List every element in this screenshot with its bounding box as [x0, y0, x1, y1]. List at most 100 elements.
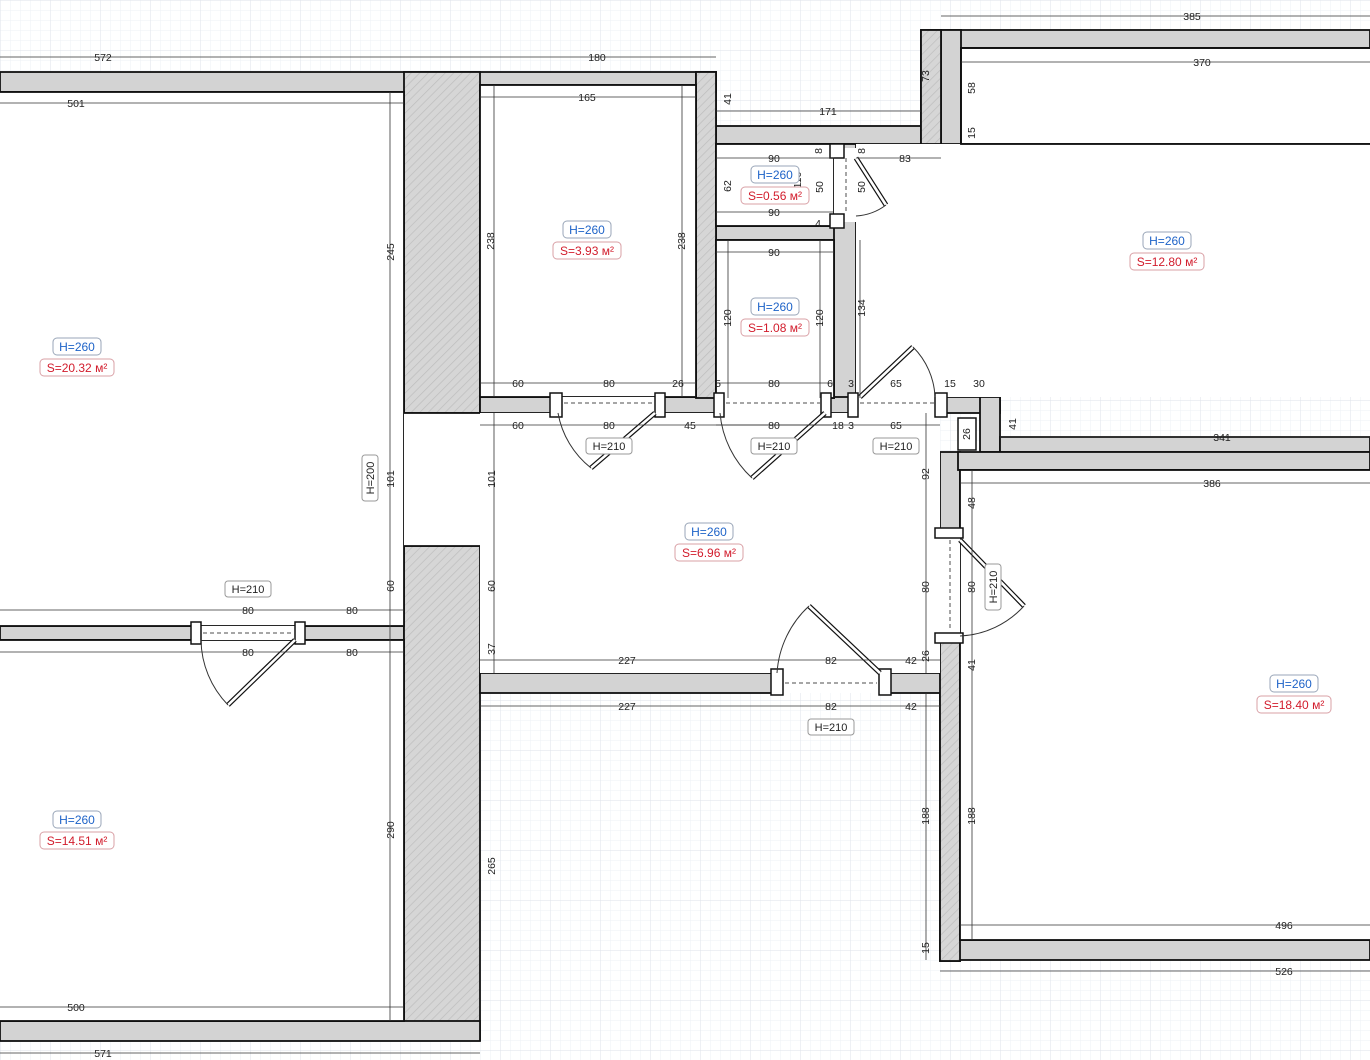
dim-label: 90	[768, 247, 780, 259]
room-label-18-40: H=260 S=18.40 м²	[1256, 674, 1332, 714]
dim-label: 501	[67, 98, 85, 110]
dim-label: 80	[603, 378, 615, 390]
dim-label: 80	[346, 605, 358, 617]
dim-label: 65	[890, 378, 902, 390]
room-area: S=18.40 м²	[1264, 698, 1325, 712]
dim-label: 41	[1007, 418, 1019, 430]
wall	[0, 625, 198, 641]
wall	[939, 939, 1370, 961]
dim-label: 171	[819, 106, 837, 118]
dim-label: 572	[94, 52, 112, 64]
dim-label: 48	[966, 497, 978, 509]
door-height: H=210	[988, 571, 1000, 604]
room-label-12-80: H=260 S=12.80 м²	[1129, 231, 1205, 271]
wall	[939, 451, 961, 533]
dim-label: 15	[920, 942, 932, 954]
wall	[479, 672, 778, 694]
room-area: S=20.32 м²	[47, 361, 108, 375]
dim-label: 3	[848, 420, 854, 432]
door-height: H=210	[232, 584, 265, 596]
door-height: H=210	[758, 441, 791, 453]
dim-label: 15	[966, 127, 978, 139]
door-height: H=210	[593, 441, 626, 453]
dim-label: 26	[961, 428, 973, 440]
dim-label: 227	[618, 701, 636, 713]
dim-label: 60	[512, 420, 524, 432]
room-height: H=260	[1276, 677, 1312, 691]
dimension-lines	[0, 15, 1370, 1054]
dim-label: 370	[1193, 57, 1211, 69]
dim-label: 26	[672, 378, 684, 390]
room-height: H=260	[691, 525, 727, 539]
dim-label: 245	[385, 243, 397, 261]
dim-label: 4	[815, 218, 821, 230]
room-area: S=3.93 м²	[560, 244, 614, 258]
wall	[0, 1020, 481, 1042]
room-height: H=260	[59, 813, 95, 827]
room-height: H=260	[569, 223, 605, 237]
dim-label: 188	[966, 807, 978, 825]
dim-label: 80	[768, 378, 780, 390]
wall	[940, 29, 962, 145]
dim-label: 90	[768, 153, 780, 165]
dim-label: 26	[920, 650, 932, 662]
dim-label: 80	[242, 647, 254, 659]
dim-label: 80	[768, 420, 780, 432]
room-area: S=6.96 м²	[682, 546, 736, 560]
door-height: H=210	[880, 441, 913, 453]
room-area: S=1.08 м²	[748, 321, 802, 335]
room-height: H=260	[59, 340, 95, 354]
dim-label: 60	[486, 580, 498, 592]
dim-label: 60	[512, 378, 524, 390]
dim-label: 496	[1275, 920, 1293, 932]
dim-label: 188	[920, 807, 932, 825]
shaft	[957, 417, 977, 451]
wall	[403, 545, 481, 1041]
dim-label: 80	[920, 581, 932, 593]
dim-label: 8	[813, 148, 825, 154]
opening	[404, 413, 480, 546]
dim-label: 83	[899, 153, 911, 165]
opening-height: H=200	[365, 462, 377, 495]
dim-label: 45	[684, 420, 696, 432]
dim-label: 101	[486, 470, 498, 488]
dim-label: 8	[856, 148, 868, 154]
dim-label: 30	[973, 378, 985, 390]
dim-label: 165	[578, 92, 596, 104]
dim-label: 37	[486, 643, 498, 655]
dim-label: 18	[832, 420, 844, 432]
dim-label: 101	[385, 470, 397, 488]
dim-label: 60	[385, 580, 397, 592]
wall	[957, 451, 1370, 471]
room-12-80-floor	[962, 49, 1370, 143]
dim-label: 73	[920, 70, 932, 82]
room-label-20-32: H=260 S=20.32 м²	[39, 337, 115, 377]
dim-label: 90	[768, 207, 780, 219]
dim-label: 42	[905, 701, 917, 713]
dim-label: 80	[966, 581, 978, 593]
room-area: S=12.80 м²	[1137, 255, 1198, 269]
wall	[715, 125, 941, 145]
dim-label: 15	[944, 378, 956, 390]
room-label-6-96: H=260 S=6.96 м²	[674, 522, 744, 562]
door-labels: H=210 H=210 H=210 H=210 H=210 H=210 H=20…	[224, 437, 1002, 736]
dim-label: 62	[722, 180, 734, 192]
dim-label: 65	[890, 420, 902, 432]
wall	[403, 71, 481, 414]
dim-label: 500	[67, 1002, 85, 1014]
room-height: H=260	[757, 168, 793, 182]
dim-label: 571	[94, 1048, 112, 1060]
room-area: S=0.56 м²	[748, 189, 802, 203]
wall	[940, 29, 1370, 49]
room-12-80-lower	[857, 145, 1370, 397]
wall	[656, 396, 719, 414]
room-label-14-51: H=260 S=14.51 м²	[39, 810, 115, 850]
dim-label: 50	[856, 181, 868, 193]
corridor-area	[481, 413, 940, 673]
dim-label: 134	[856, 299, 868, 317]
room-12-80-outline	[960, 47, 1370, 145]
dim-label: 341	[1213, 432, 1231, 444]
dim-label: 82	[825, 655, 837, 667]
dim-label: 82	[825, 701, 837, 713]
dim-label: 180	[588, 52, 606, 64]
